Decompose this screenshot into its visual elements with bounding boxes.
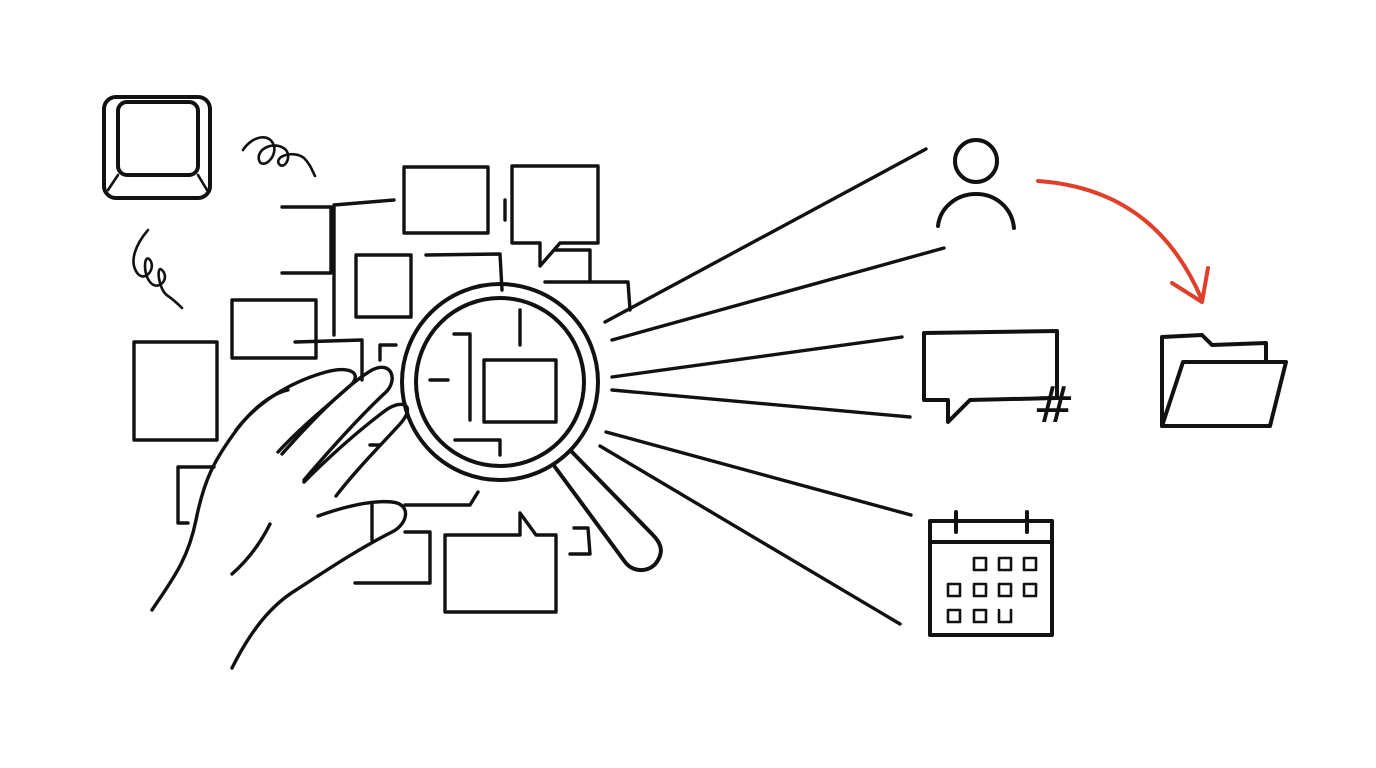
- curved-arrow-icon: [1036, 179, 1210, 304]
- decorative-squiggles: [132, 136, 317, 310]
- hashtag-symbol: #: [1033, 376, 1075, 434]
- chat-bubble-hashtag-icon: [922, 329, 1059, 424]
- user-icon: [936, 138, 1016, 230]
- hand-icon: [150, 365, 410, 670]
- keyboard-key-icon: [102, 95, 212, 200]
- calendar-icon: [928, 510, 1054, 637]
- folder-icon: [1160, 333, 1288, 428]
- magnifying-glass-icon: [400, 282, 663, 572]
- connector-lines: [598, 147, 946, 626]
- notes-cluster: [132, 164, 632, 614]
